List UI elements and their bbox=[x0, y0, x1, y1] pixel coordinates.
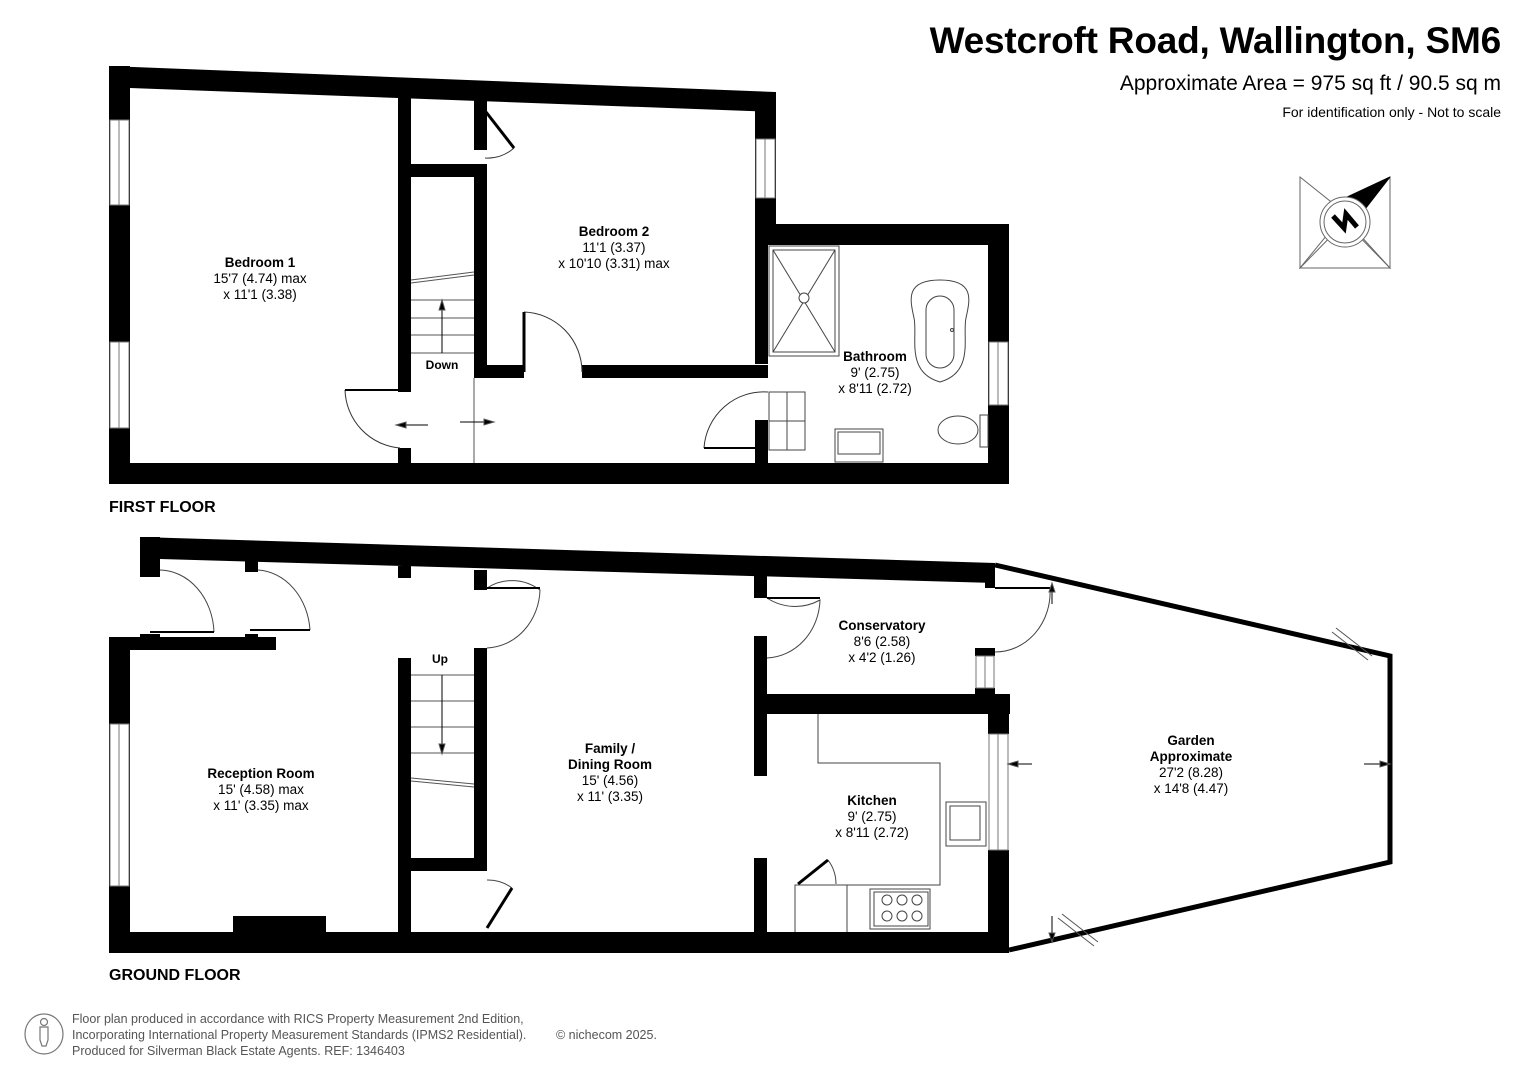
room-conservatory: Conservatory 8'6 (2.58) x 4'2 (1.26) bbox=[838, 618, 926, 665]
ground-floor-stairs bbox=[410, 674, 475, 788]
property-title: Westcroft Road, Wallington, SM6 bbox=[929, 20, 1502, 61]
bathroom-fixtures bbox=[768, 245, 989, 463]
copyright: © nichecom 2025. bbox=[556, 1028, 657, 1042]
footer-disclaimer: Floor plan produced in accordance with R… bbox=[72, 1011, 657, 1059]
ground-floor-windows bbox=[109, 655, 1009, 887]
kitchen-fixtures bbox=[794, 714, 987, 932]
footer-line-1: Floor plan produced in accordance with R… bbox=[72, 1012, 524, 1026]
room-bedroom-2: Bedroom 2 11'1 (3.37) x 10'10 (3.31) max bbox=[558, 224, 670, 271]
stairs-up-label: Up bbox=[432, 652, 448, 666]
garden-boundary bbox=[994, 562, 1393, 953]
scale-note: For identification only - Not to scale bbox=[1282, 104, 1501, 120]
first-floor-doors bbox=[344, 111, 769, 449]
ground-floor-walls bbox=[109, 537, 1010, 953]
room-family-dining: Family / Dining Room 15' (4.56) x 11' (3… bbox=[568, 741, 652, 804]
ground-floor-label: GROUND FLOOR bbox=[109, 967, 241, 984]
first-floor-label: FIRST FLOOR bbox=[109, 499, 216, 516]
first-floor-stairs bbox=[394, 271, 496, 463]
room-kitchen: Kitchen 9' (2.75) x 8'11 (2.72) bbox=[835, 793, 909, 840]
room-bathroom: Bathroom 9' (2.75) x 8'11 (2.72) bbox=[838, 349, 912, 396]
footer-line-2: Incorporating International Property Mea… bbox=[72, 1028, 527, 1042]
ground-floor-doors bbox=[150, 569, 1051, 929]
measurement-standard-icon bbox=[24, 1013, 64, 1055]
north-arrow-icon bbox=[1298, 175, 1392, 270]
room-garden: Garden Approximate 27'2 (8.28) x 14'8 (4… bbox=[1149, 733, 1233, 796]
room-reception: Reception Room 15' (4.58) max x 11' (3.3… bbox=[207, 766, 315, 813]
footer-line-3: Produced for Silverman Black Estate Agen… bbox=[72, 1044, 405, 1058]
garden-markers bbox=[1006, 581, 1392, 947]
stairs-down-label: Down bbox=[425, 358, 459, 372]
first-floor-windows bbox=[109, 119, 1009, 429]
room-bedroom-1: Bedroom 1 15'7 (4.74) max x 11'1 (3.38) bbox=[213, 255, 307, 302]
approximate-area: Approximate Area = 975 sq ft / 90.5 sq m bbox=[1119, 72, 1501, 95]
